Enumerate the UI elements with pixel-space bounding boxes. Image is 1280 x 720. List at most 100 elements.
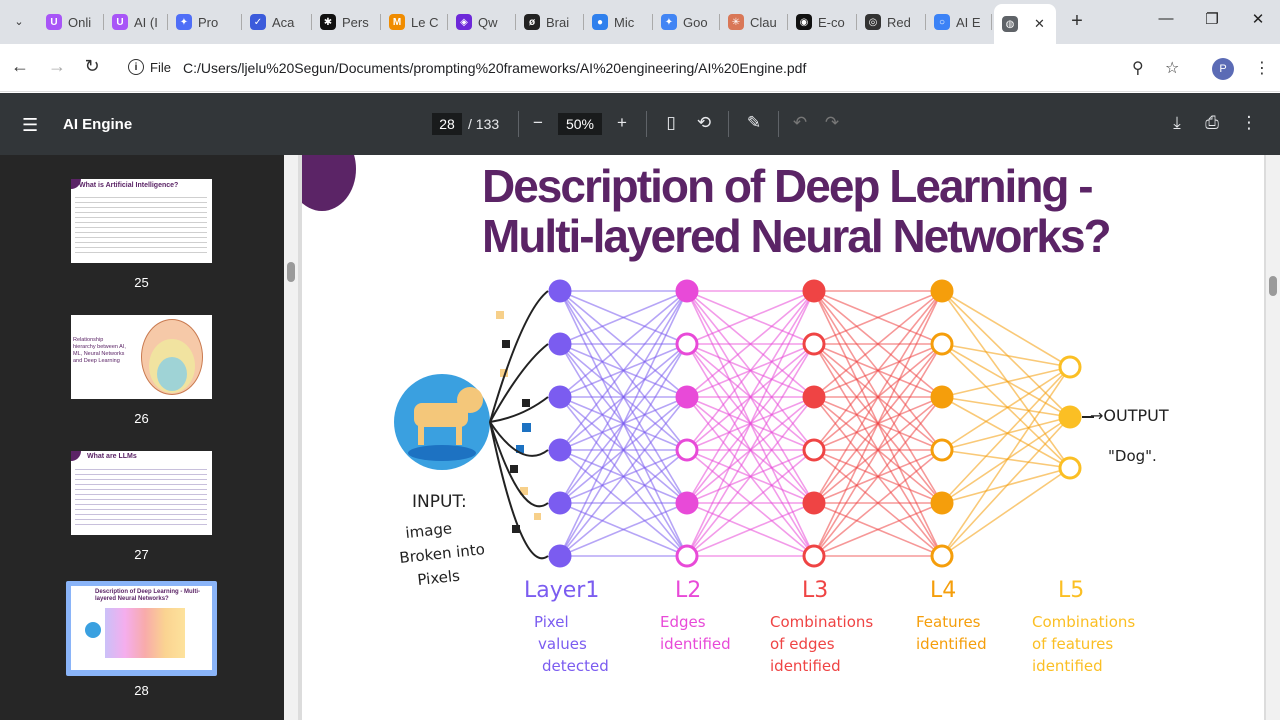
- pdf-more-icon[interactable]: ⋮: [1240, 113, 1258, 132]
- network-edge: [813, 343, 943, 557]
- new-tab-button[interactable]: +: [1071, 10, 1083, 32]
- tab-active[interactable]: ◍ ✕: [994, 4, 1056, 44]
- profile-avatar[interactable]: P: [1212, 58, 1234, 80]
- thumb-title: What are LLMs: [87, 453, 137, 460]
- network-edge: [941, 343, 1071, 368]
- tab-item[interactable]: ◈Qw: [448, 6, 516, 38]
- annotate-pen-icon[interactable]: ✎: [746, 113, 762, 132]
- tab-item[interactable]: ◉E-co: [788, 6, 857, 38]
- back-button[interactable]: ←: [11, 56, 29, 76]
- thumbnail-page-27[interactable]: What are LLMs: [71, 451, 212, 535]
- layer-description-line: Combinations: [770, 613, 873, 631]
- thumbnail-page-number: 25: [134, 275, 149, 290]
- thumbnail-page-25[interactable]: What is Artificial Intelligence?: [71, 179, 212, 263]
- restore-button[interactable]: ❐: [1205, 11, 1219, 28]
- browser-menu-icon[interactable]: ⋮: [1254, 60, 1270, 77]
- main-scroll-thumb[interactable]: [1269, 276, 1277, 296]
- tab-favicon-icon: ø: [524, 14, 540, 30]
- document-title: AI Engine: [63, 116, 133, 133]
- network-edge: [559, 449, 688, 557]
- network-edge: [559, 396, 688, 557]
- layer-description-line: identified: [1032, 657, 1103, 675]
- layer-name: L4: [930, 578, 956, 603]
- toolbar-divider: [518, 111, 519, 137]
- page-number-input[interactable]: 28: [432, 113, 462, 135]
- tab-item[interactable]: ✳Clau: [720, 6, 788, 38]
- layer-description-line: identified: [770, 657, 841, 675]
- sidebar-scrollbar[interactable]: [284, 155, 298, 720]
- sidebar-scroll-thumb[interactable]: [287, 262, 295, 282]
- thumbnail-page-28[interactable]: Description of Deep Learning - Multi-lay…: [71, 586, 212, 670]
- tab-item[interactable]: ✱Pers: [312, 6, 381, 38]
- tab-item[interactable]: ◎Red: [857, 6, 926, 38]
- zoom-in-button[interactable]: +: [617, 113, 627, 132]
- input-desc-line: Broken into: [399, 540, 486, 567]
- pixel-square: [534, 513, 541, 520]
- tab-item[interactable]: ✦Goo: [653, 6, 720, 38]
- url-text[interactable]: C:/Users/ljelu%20Segun/Documents/prompti…: [183, 60, 807, 76]
- tab-favicon-icon: ✳: [728, 14, 744, 30]
- tab-separator: [447, 14, 448, 30]
- close-window-button[interactable]: ✕: [1251, 11, 1265, 28]
- thumb-circle-nn: [157, 357, 187, 391]
- thumb-title: What is Artificial Intelligence?: [79, 182, 179, 189]
- tab-item[interactable]: ✓Aca: [242, 6, 312, 38]
- network-edge: [686, 290, 815, 345]
- tab-label: AI E: [956, 14, 981, 30]
- layer-description-line: Features: [916, 613, 981, 631]
- tab-close-icon[interactable]: ✕: [1034, 16, 1045, 31]
- sidebar-menu-icon[interactable]: ☰: [22, 115, 39, 135]
- thumbnail-page-26[interactable]: Relationship hierarchy between AI, ML, N…: [71, 315, 212, 399]
- network-edge: [686, 449, 815, 557]
- fit-page-icon[interactable]: ▯: [666, 113, 676, 132]
- network-edge: [941, 416, 1071, 557]
- file-label: File: [150, 59, 171, 75]
- thumb-text-lines: [75, 465, 207, 527]
- reload-button[interactable]: ↻: [84, 56, 100, 76]
- network-edge: [686, 290, 815, 504]
- site-info[interactable]: i File: [128, 59, 171, 75]
- redo-icon[interactable]: ↷: [824, 113, 840, 132]
- network-edge: [941, 343, 1071, 418]
- main-scrollbar[interactable]: [1266, 155, 1280, 720]
- zoom-input[interactable]: 50%: [558, 113, 602, 135]
- network-edge: [686, 290, 815, 451]
- tab-item[interactable]: ○AI E: [926, 6, 992, 38]
- zoom-out-button[interactable]: −: [533, 113, 543, 132]
- globe-icon: ◍: [1002, 16, 1018, 32]
- address-bar[interactable]: i File C:/Users/ljelu%20Segun/Documents/…: [118, 50, 1208, 86]
- minimize-button[interactable]: —: [1158, 10, 1174, 27]
- tab-search-chevron-icon[interactable]: ⌄: [14, 15, 24, 28]
- bookmark-star-icon[interactable]: ☆: [1165, 60, 1180, 77]
- layer-name: L2: [675, 578, 701, 603]
- network-node: [930, 385, 954, 409]
- zoom-icon[interactable]: ⚲: [1132, 60, 1144, 77]
- tab-separator: [241, 14, 242, 30]
- forward-button[interactable]: →: [48, 56, 66, 76]
- rotate-icon[interactable]: ⟲: [696, 113, 712, 132]
- network-node: [548, 332, 572, 356]
- network-node: [802, 544, 826, 568]
- tab-separator: [167, 14, 168, 30]
- input-edge: [489, 421, 549, 560]
- undo-icon[interactable]: ↶: [792, 113, 808, 132]
- tab-favicon-icon: ✱: [320, 14, 336, 30]
- network-edge: [813, 502, 943, 557]
- tab-item[interactable]: ●Mic: [584, 6, 653, 38]
- pixel-square: [496, 311, 504, 319]
- layer-name: L5: [1058, 578, 1084, 603]
- pixel-square: [516, 445, 524, 453]
- download-icon[interactable]: ⤓: [1173, 113, 1181, 132]
- network-edge: [941, 467, 1071, 557]
- layer-description-line: of edges: [770, 635, 835, 653]
- tab-item[interactable]: ✦Pro: [168, 6, 242, 38]
- neural-network-diagram: INPUT: image Broken into Pixels →OUTPUT …: [394, 279, 1169, 675]
- print-icon[interactable]: ⎙: [1205, 113, 1219, 132]
- tab-label: Qw: [478, 14, 498, 30]
- thumb-corner-decor: [71, 451, 81, 461]
- toolbar-divider: [778, 111, 779, 137]
